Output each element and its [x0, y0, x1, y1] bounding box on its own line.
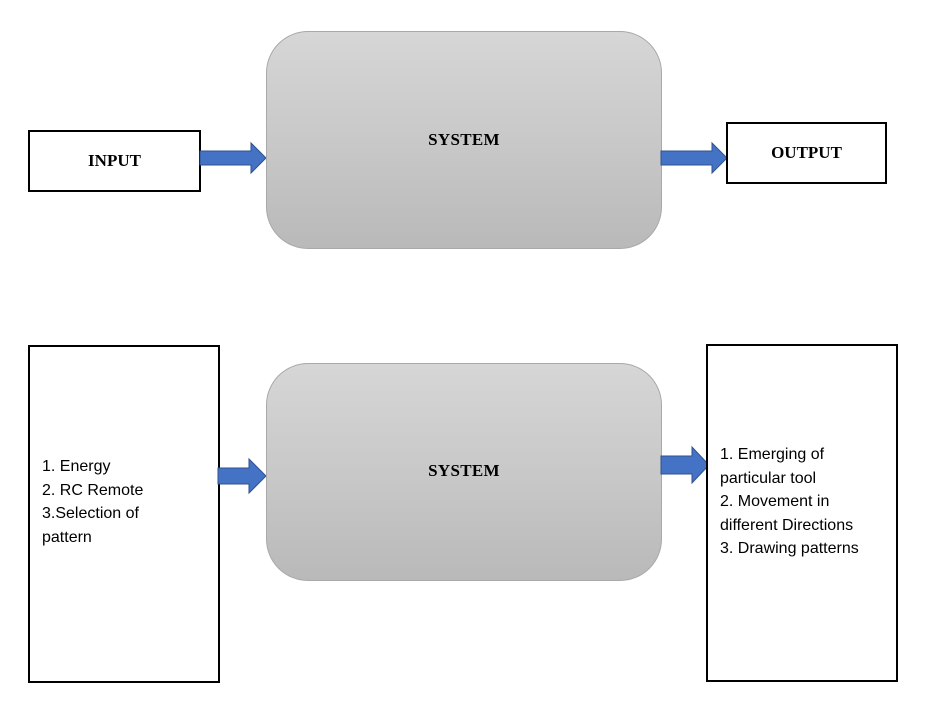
output-item: particular tool: [720, 469, 817, 487]
input-item: pattern: [42, 528, 92, 546]
output-item: 1. Emerging of: [720, 446, 825, 463]
output-item: 2. Movement in: [720, 493, 830, 510]
inputs-to-system-arrow: [217, 457, 267, 495]
input-box: INPUT: [28, 130, 201, 192]
system-block-top: SYSTEM: [266, 31, 662, 249]
input-to-system-arrow: [199, 141, 267, 175]
input-label: INPUT: [88, 151, 141, 170]
input-item: 3.Selection of: [42, 505, 139, 522]
system-to-outputs-arrow: [660, 445, 710, 485]
output-label: OUTPUT: [771, 143, 842, 162]
outputs-list-box: 1. Emerging of particular tool 2. Moveme…: [706, 344, 898, 682]
system-label-top: SYSTEM: [428, 130, 500, 149]
output-item: 3. Drawing patterns: [720, 540, 859, 557]
input-item: 2. RC Remote: [42, 481, 144, 499]
system-to-output-arrow: [660, 141, 728, 175]
system-label-bottom: SYSTEM: [428, 461, 500, 480]
output-box: OUTPUT: [726, 122, 887, 184]
input-item: 1. Energy: [42, 458, 111, 475]
system-block-bottom: SYSTEM: [266, 363, 662, 581]
inputs-list-box: 1. Energy 2. RC Remote 3.Selection of pa…: [28, 345, 220, 683]
output-item: different Directions: [720, 516, 854, 534]
